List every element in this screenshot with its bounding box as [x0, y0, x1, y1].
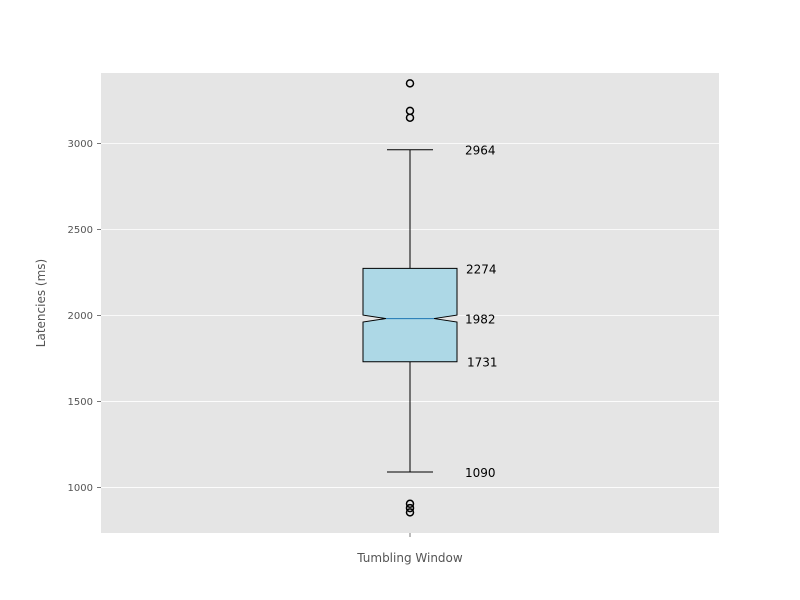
y-tick-label: 1000 — [68, 483, 93, 494]
stat-annotation: 2274 — [466, 262, 497, 276]
y-axis-ticks: 1000 1500 2000 2500 3000 — [68, 139, 101, 494]
notched-box — [362, 267, 458, 363]
outlier-point — [405, 508, 415, 517]
outlier-point — [405, 113, 415, 122]
stat-annotations: 2964 2274 1982 1731 1090 — [465, 144, 498, 480]
y-tick-label: 2000 — [68, 311, 93, 322]
outlier-point — [405, 503, 415, 513]
stat-annotation: 1982 — [465, 313, 496, 327]
x-tick-label: Tumbling Window — [356, 551, 463, 565]
outlier-point — [405, 499, 415, 509]
box-plot — [362, 79, 458, 517]
y-axis-label: Latencies (ms) — [34, 259, 48, 347]
stat-annotation: 2964 — [465, 144, 496, 158]
y-tick-label: 3000 — [68, 139, 93, 150]
x-axis-ticks: Tumbling Window — [356, 533, 463, 565]
y-tick-label: 1500 — [68, 397, 93, 408]
outlier-point — [405, 79, 415, 88]
y-tick-label: 2500 — [68, 225, 93, 236]
stat-annotation: 1731 — [467, 356, 498, 370]
stat-annotation: 1090 — [465, 466, 496, 480]
